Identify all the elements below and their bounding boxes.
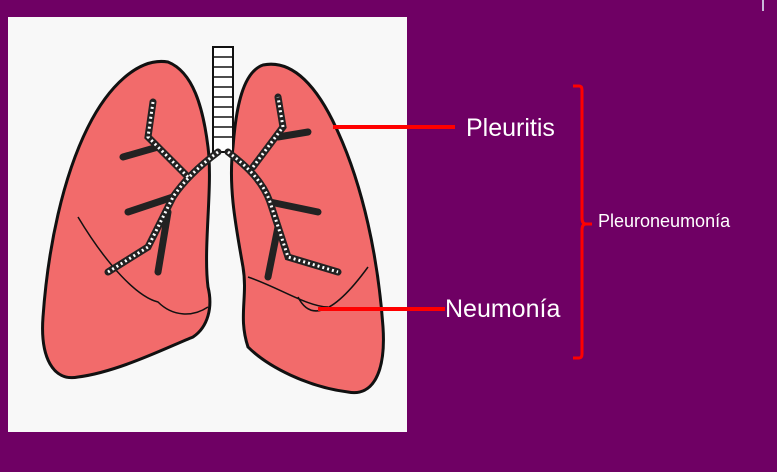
trachea-icon (212, 46, 234, 153)
neumonia-label: Neumonía (445, 295, 561, 323)
left-lung-shape (229, 62, 385, 395)
pleuritis-pointer-line (333, 125, 455, 129)
right-lung-shape (41, 59, 212, 380)
pleuroneumonia-label: Pleuroneumonía (598, 211, 731, 231)
curly-bracket-icon (573, 84, 592, 360)
lungs-illustration (8, 17, 407, 432)
text-cursor (762, 0, 764, 11)
neumonia-pointer-line (318, 307, 445, 311)
lungs-drawing (41, 46, 385, 395)
pleuritis-label: Pleuritis (466, 114, 555, 142)
